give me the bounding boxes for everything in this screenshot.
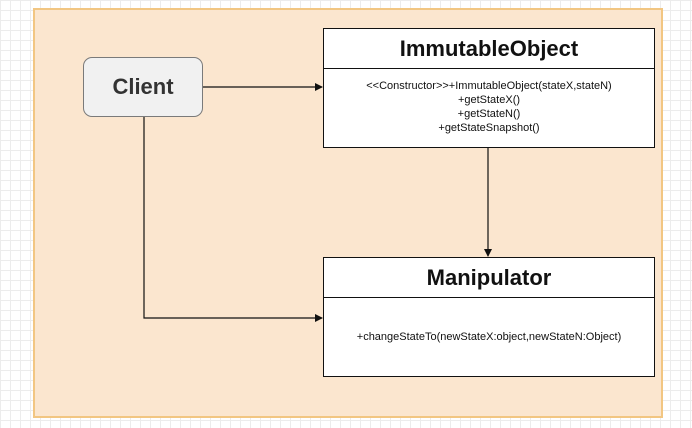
manipulator-title: Manipulator	[324, 258, 654, 298]
client-node[interactable]: Client	[83, 57, 203, 117]
manipulator-members: +changeStateTo(newStateX:object,newState…	[324, 298, 654, 376]
manipulator-class[interactable]: Manipulator +changeStateTo(newStateX:obj…	[323, 257, 655, 377]
member-get-state-x: +getStateX()	[457, 94, 521, 106]
immutable-object-title: ImmutableObject	[324, 29, 654, 69]
member-constructor: <<Constructor>>+ImmutableObject(stateX,s…	[366, 80, 612, 92]
member-get-state-n: +getStateN()	[457, 108, 521, 120]
immutable-object-class[interactable]: ImmutableObject <<Constructor>>+Immutabl…	[323, 28, 655, 148]
client-label: Client	[112, 74, 174, 99]
immutable-object-members: <<Constructor>>+ImmutableObject(stateX,s…	[324, 69, 654, 147]
client-to-manipulator-arrow	[143, 117, 323, 322]
member-change-state-to: +changeStateTo(newStateX:object,newState…	[356, 331, 622, 343]
member-get-state-snapshot: +getStateSnapshot()	[438, 122, 540, 134]
